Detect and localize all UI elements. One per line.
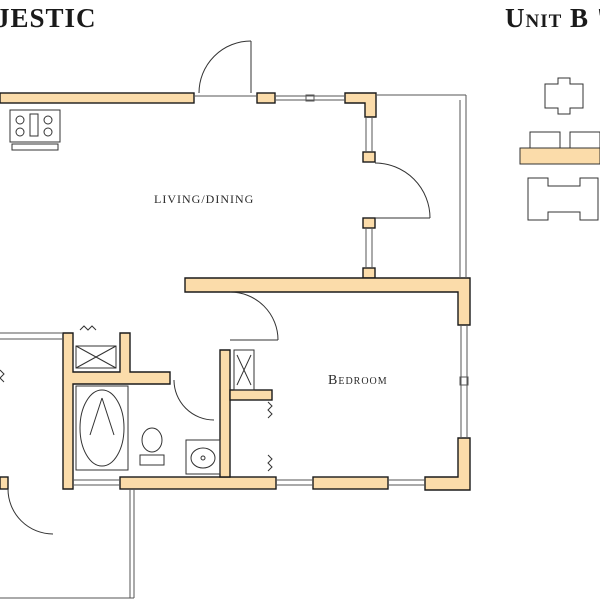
walls [0, 92, 471, 491]
wall-bottom-1 [119, 476, 277, 490]
plan-title-right: Unit B ' [505, 3, 600, 33]
wall-bottom-2 [312, 476, 389, 490]
wall-bottom-left-stub [0, 476, 9, 490]
toilet-icon [139, 427, 165, 466]
wall-top-right-corner [344, 92, 377, 118]
wall-closet-left [219, 349, 231, 478]
room-label-living-dining: LIVING/DINING [154, 192, 255, 206]
floorplan-thumbnail-icon [519, 77, 600, 221]
wall-closet-shelf [229, 389, 273, 401]
door-swing-icon [7, 40, 431, 535]
closet-rack [233, 349, 255, 391]
wall-bathroom [62, 332, 171, 490]
room-label-bedroom: Bedroom [328, 373, 388, 388]
shower-box [75, 345, 117, 369]
tub-frame [75, 385, 129, 471]
wall-top-left [0, 92, 195, 104]
wall-bedroom-corner [424, 437, 471, 491]
wall-pier-right-3 [362, 267, 376, 279]
wall-pier-right-1 [362, 151, 376, 163]
wall-pier-right-2 [362, 217, 376, 229]
sink-icon [185, 439, 221, 475]
bathtub-icon [79, 389, 125, 467]
wall-pier-top [256, 92, 276, 104]
windows [0, 94, 469, 599]
stove-icon [9, 109, 61, 151]
wall-middle [184, 277, 471, 326]
plan-title-left: JESTIC [0, 3, 97, 33]
